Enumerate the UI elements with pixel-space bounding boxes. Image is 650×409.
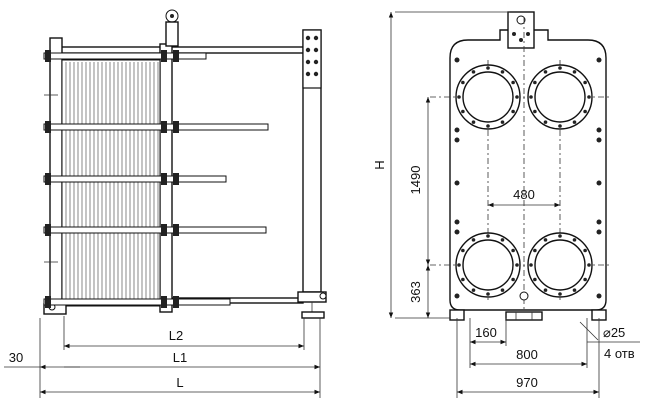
top-carrying-bar bbox=[57, 46, 317, 54]
dim-offset-30: 30 bbox=[9, 350, 23, 365]
tie-rod bbox=[43, 173, 227, 185]
tie-rods bbox=[43, 50, 269, 308]
dim-160: 160 bbox=[475, 325, 497, 340]
port-bottom-right bbox=[527, 232, 593, 298]
dim-l: L bbox=[176, 375, 183, 390]
dim-l2: L2 bbox=[169, 328, 183, 343]
lifting-eye-side bbox=[165, 9, 179, 47]
dim-480: 480 bbox=[513, 187, 535, 202]
support-column-head bbox=[302, 29, 322, 89]
side-view: L2 L1 L 30 bbox=[4, 9, 327, 398]
port-top-left bbox=[455, 64, 521, 130]
dim-hole-diameter: ⌀25 bbox=[603, 325, 625, 340]
front-dimensions bbox=[388, 11, 640, 398]
lifting-lug-front bbox=[507, 11, 535, 49]
tie-rod bbox=[43, 50, 207, 62]
dim-l1: L1 bbox=[173, 350, 187, 365]
tie-rod bbox=[43, 296, 231, 308]
tie-rod bbox=[43, 121, 269, 133]
front-foot-center bbox=[505, 311, 543, 321]
frame-edge-bolts bbox=[454, 57, 602, 299]
dim-h: H bbox=[372, 160, 387, 169]
fixed-frame-plate bbox=[49, 37, 63, 313]
port-top-right bbox=[527, 64, 593, 130]
column-bolts bbox=[305, 35, 319, 77]
tie-rod bbox=[43, 224, 267, 236]
port-bottom-left bbox=[455, 232, 521, 298]
dim-800: 800 bbox=[516, 347, 538, 362]
dim-hole-count: 4 отв bbox=[604, 346, 635, 361]
front-view: H 1490 363 480 160 800 970 ⌀25 4 отв bbox=[372, 11, 640, 398]
plate-pack bbox=[61, 59, 161, 307]
dim-970: 970 bbox=[516, 375, 538, 390]
dim-1490: 1490 bbox=[408, 166, 423, 195]
dim-363: 363 bbox=[408, 281, 423, 303]
side-dimensions bbox=[4, 316, 321, 398]
